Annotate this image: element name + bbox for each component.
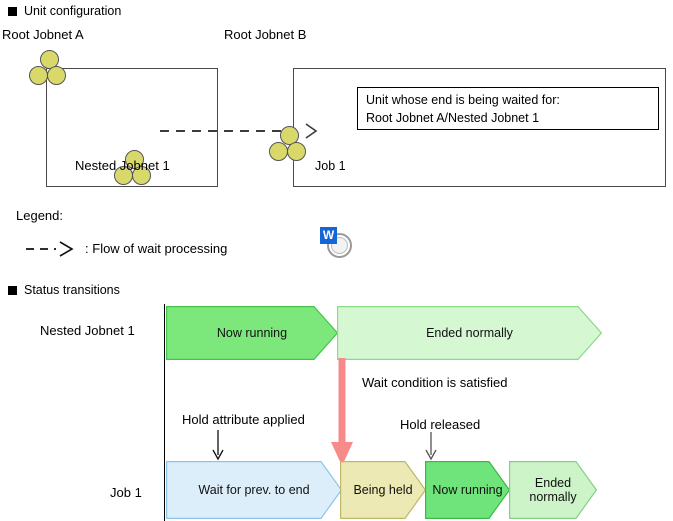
jobnet-circle-right xyxy=(132,166,151,185)
state-label: Being held xyxy=(353,482,413,497)
wait-target-callout: Unit whose end is being waited for: Root… xyxy=(357,87,659,130)
nested-jobnet-1-icon[interactable] xyxy=(113,150,155,188)
timeline-axis xyxy=(164,304,165,521)
state-being-held[interactable]: Being held xyxy=(340,461,426,519)
row-label-job-1: Job 1 xyxy=(110,485,142,500)
chevron-shape xyxy=(340,461,426,519)
legend-separator: : xyxy=(85,241,89,256)
state-label: Wait for prev. to end xyxy=(198,482,310,497)
root-jobnet-a-label: Root Jobnet A xyxy=(2,27,84,42)
job-1-icon[interactable]: W xyxy=(320,227,356,263)
root-jobnet-a-box[interactable] xyxy=(46,68,218,187)
unit-configuration-heading: Unit configuration xyxy=(8,4,121,18)
job-1-label: Job 1 xyxy=(315,159,346,173)
legend-dashed-arrow-icon xyxy=(26,241,74,257)
chevron-shape xyxy=(509,461,597,519)
dashed-arrow-icon xyxy=(160,123,318,139)
state-label: Now running xyxy=(216,325,288,340)
jobnet-circle-left xyxy=(269,142,288,161)
legend-entry-0-text: : Flow of wait processing xyxy=(85,241,227,257)
bullet-square-icon xyxy=(8,285,17,295)
state-now-running-jobnet[interactable]: Now running xyxy=(166,306,338,360)
state-label: Now running xyxy=(432,482,503,497)
wait-condition-arrow-icon xyxy=(331,358,353,466)
root-jobnet-b-label: Root Jobnet B xyxy=(224,27,307,42)
chevron-shape xyxy=(425,461,510,519)
jobnet-circle-right xyxy=(287,142,306,161)
state-label: Ended normally xyxy=(529,475,577,504)
chevron-shape xyxy=(166,306,338,360)
chevron-shape xyxy=(166,461,342,519)
wait-badge-icon: W xyxy=(320,227,337,244)
state-now-running-job[interactable]: Now running xyxy=(425,461,510,519)
nested-jobnet-1-label: Nested Jobnet 1 xyxy=(75,158,170,173)
state-ended-normally-jobnet[interactable]: Ended normally xyxy=(337,306,602,360)
legend-heading: Legend: xyxy=(16,208,63,223)
jobnet-circle-right xyxy=(47,66,66,85)
chevron-shape xyxy=(337,306,602,360)
status-transitions-heading: Status transitions xyxy=(8,283,120,297)
state-wait-for-prev-to-end[interactable]: Wait for prev. to end xyxy=(166,461,342,519)
state-label: Ended normally xyxy=(426,325,513,340)
root-jobnet-a-icon[interactable] xyxy=(28,50,70,88)
root-jobnet-b-icon[interactable] xyxy=(268,126,310,164)
hold-attribute-applied-arrow-icon xyxy=(212,430,224,461)
jobnet-circle-left xyxy=(29,66,48,85)
unit-configuration-heading-label: Unit configuration xyxy=(24,4,122,18)
callout-line-2: Root Jobnet A/Nested Jobnet 1 xyxy=(366,110,540,125)
bullet-square-icon xyxy=(8,6,17,16)
callout-line-1: Unit whose end is being waited for: xyxy=(366,93,560,107)
state-ended-normally-job[interactable]: Ended normally xyxy=(509,461,597,519)
legend-entry-0-label: Flow of wait processing xyxy=(92,241,228,256)
row-label-nested-jobnet-1: Nested Jobnet 1 xyxy=(40,323,135,338)
hold-released-arrow-icon xyxy=(425,432,437,461)
wait-condition-satisfied-label: Wait condition is satisfied xyxy=(362,375,508,390)
hold-released-label: Hold released xyxy=(400,417,481,432)
status-transitions-heading-label: Status transitions xyxy=(24,283,120,297)
hold-attribute-applied-label: Hold attribute applied xyxy=(182,412,305,427)
